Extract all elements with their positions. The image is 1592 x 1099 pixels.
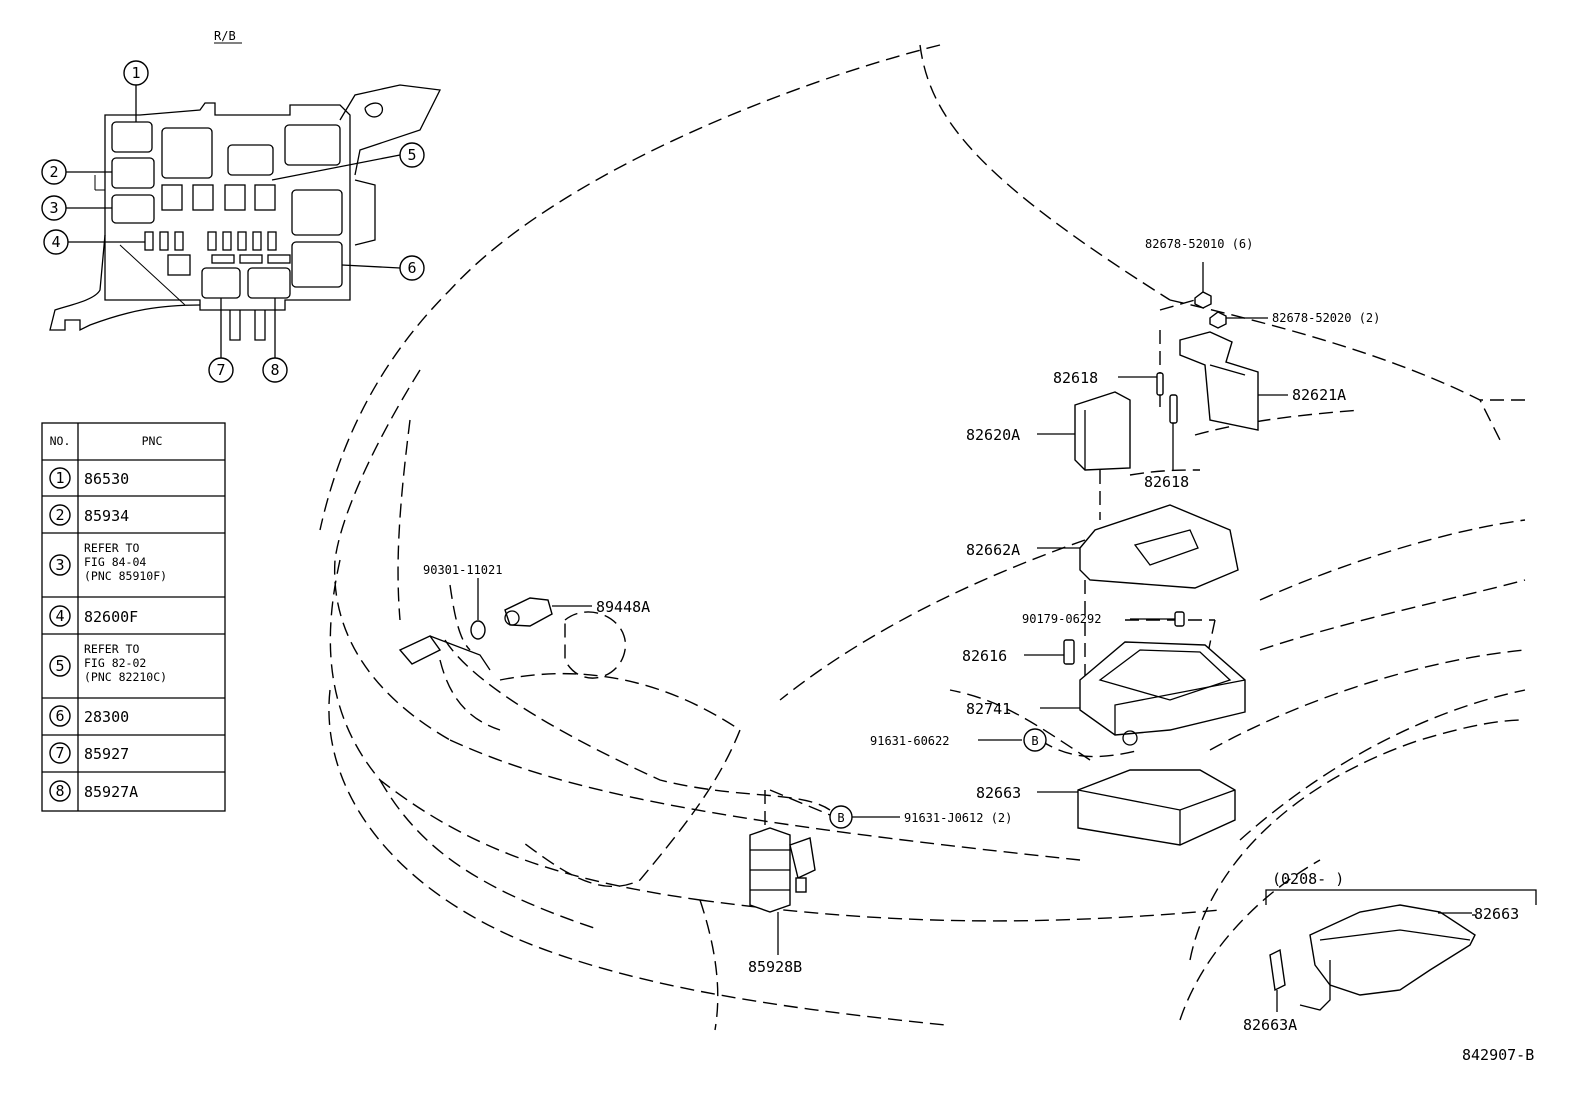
inset-0208: (0208- ) 82663 82663A xyxy=(1243,870,1537,1034)
svg-text:REFER TO: REFER TO xyxy=(84,541,139,555)
label-82663: 82663 xyxy=(976,784,1021,802)
bolt-82678-52020: 82678-52020 (2) xyxy=(1209,311,1380,329)
connector-bracket xyxy=(398,635,491,671)
callout-5: 5 xyxy=(399,142,425,168)
part-90179-06292: 90179-06292 xyxy=(1022,611,1185,627)
label-82620A: 82620A xyxy=(966,426,1020,444)
svg-text:7: 7 xyxy=(55,744,64,762)
part-91631-J0612: B 91631-J0612 (2) xyxy=(829,805,1012,829)
label-date-range: (0208- ) xyxy=(1272,870,1344,888)
clip-82618: 82618 82618 xyxy=(1053,369,1189,491)
vehicle-outline xyxy=(319,44,1526,1031)
svg-text:REFER TO: REFER TO xyxy=(84,642,139,656)
part-89448A: 89448A xyxy=(504,597,650,627)
table-header-no: NO. xyxy=(50,434,71,448)
callout-2: 2 xyxy=(41,159,67,185)
svg-text:6: 6 xyxy=(407,259,416,277)
svg-text:4: 4 xyxy=(55,607,64,625)
svg-text:86530: 86530 xyxy=(84,470,129,488)
label-82621A: 82621A xyxy=(1292,386,1346,404)
relay-block-schematic: R/B xyxy=(41,29,441,383)
svg-text:FIG 84-04: FIG 84-04 xyxy=(84,555,146,569)
ref-b-marker-1: B xyxy=(1031,734,1038,748)
svg-text:7: 7 xyxy=(216,361,225,379)
svg-text:5: 5 xyxy=(55,657,64,675)
svg-text:(PNC 82210C): (PNC 82210C) xyxy=(84,670,167,684)
callout-4: 4 xyxy=(43,229,69,255)
svg-text:6: 6 xyxy=(55,707,64,725)
label-82741: 82741 xyxy=(966,700,1011,718)
table-row: 2 85934 xyxy=(49,504,129,526)
callout-1: 1 xyxy=(123,60,149,86)
svg-text:1: 1 xyxy=(131,64,140,82)
svg-text:1: 1 xyxy=(55,469,64,487)
label-90301-11021: 90301-11021 xyxy=(423,563,502,577)
svg-text:8: 8 xyxy=(270,361,279,379)
label-90179-06292: 90179-06292 xyxy=(1022,612,1101,626)
part-85928B: 85928B xyxy=(748,827,816,976)
table-row: 7 85927 xyxy=(49,742,129,764)
svg-text:4: 4 xyxy=(51,233,60,251)
label-82616: 82616 xyxy=(962,647,1007,665)
part-90301-11021: 90301-11021 xyxy=(423,563,502,640)
svg-text:85934: 85934 xyxy=(84,507,129,525)
svg-text:FIG 82-02: FIG 82-02 xyxy=(84,656,146,670)
svg-text:(PNC 85910F): (PNC 85910F) xyxy=(84,569,167,583)
callout-8: 8 xyxy=(262,357,288,383)
part-91631-60622: B 91631-60622 xyxy=(870,728,1047,752)
part-82616: 82616 xyxy=(962,639,1075,665)
label-82678-52020: 82678-52020 (2) xyxy=(1272,311,1380,325)
svg-text:8: 8 xyxy=(55,782,64,800)
svg-text:85927: 85927 xyxy=(84,745,129,763)
svg-text:28300: 28300 xyxy=(84,708,129,726)
label-82618-top: 82618 xyxy=(1053,369,1098,387)
pnc-table: NO. PNC 1 86530 2 85934 3 REFER TO FIG 8… xyxy=(41,422,226,812)
svg-text:82600F: 82600F xyxy=(84,608,138,626)
table-row: 3 REFER TO FIG 84-04 (PNC 85910F) xyxy=(49,541,167,583)
table-row: 8 85927A xyxy=(49,780,138,802)
table-row: 6 28300 xyxy=(49,705,129,727)
rb-label: R/B xyxy=(214,29,236,43)
label-91631-J0612: 91631-J0612 (2) xyxy=(904,811,1012,825)
label-82678-52010: 82678-52010 (6) xyxy=(1145,237,1253,251)
table-row: 5 REFER TO FIG 82-02 (PNC 82210C) xyxy=(49,642,167,684)
table-header-pnc: PNC xyxy=(142,434,163,448)
label-91631-60622: 91631-60622 xyxy=(870,734,949,748)
svg-text:3: 3 xyxy=(49,199,58,217)
svg-text:5: 5 xyxy=(407,146,416,164)
svg-text:85927A: 85927A xyxy=(84,783,138,801)
svg-text:2: 2 xyxy=(55,506,64,524)
label-85928B: 85928B xyxy=(748,958,802,976)
callout-3: 3 xyxy=(41,195,67,221)
label-82663A: 82663A xyxy=(1243,1016,1297,1034)
svg-text:3: 3 xyxy=(55,556,64,574)
part-82663: 82663 xyxy=(976,769,1236,846)
bolt-82678-52010: 82678-52010 (6) xyxy=(1145,237,1253,309)
part-82741: 82741 xyxy=(966,641,1246,746)
label-82663-inset: 82663 xyxy=(1474,905,1519,923)
label-82662A: 82662A xyxy=(966,541,1020,559)
svg-text:2: 2 xyxy=(49,163,58,181)
part-82662A: 82662A xyxy=(966,504,1239,589)
callout-6: 6 xyxy=(399,255,425,281)
part-82620A: 82620A xyxy=(966,391,1131,471)
ref-b-marker-2: B xyxy=(837,811,844,825)
callout-7: 7 xyxy=(208,357,234,383)
label-89448A: 89448A xyxy=(596,598,650,616)
table-row: 4 82600F xyxy=(49,605,138,627)
part-82621A: 82621A xyxy=(1179,331,1346,431)
label-82618-bottom: 82618 xyxy=(1144,473,1189,491)
drawing-id: 842907-B xyxy=(1462,1046,1534,1064)
table-row: 1 86530 xyxy=(49,467,129,489)
